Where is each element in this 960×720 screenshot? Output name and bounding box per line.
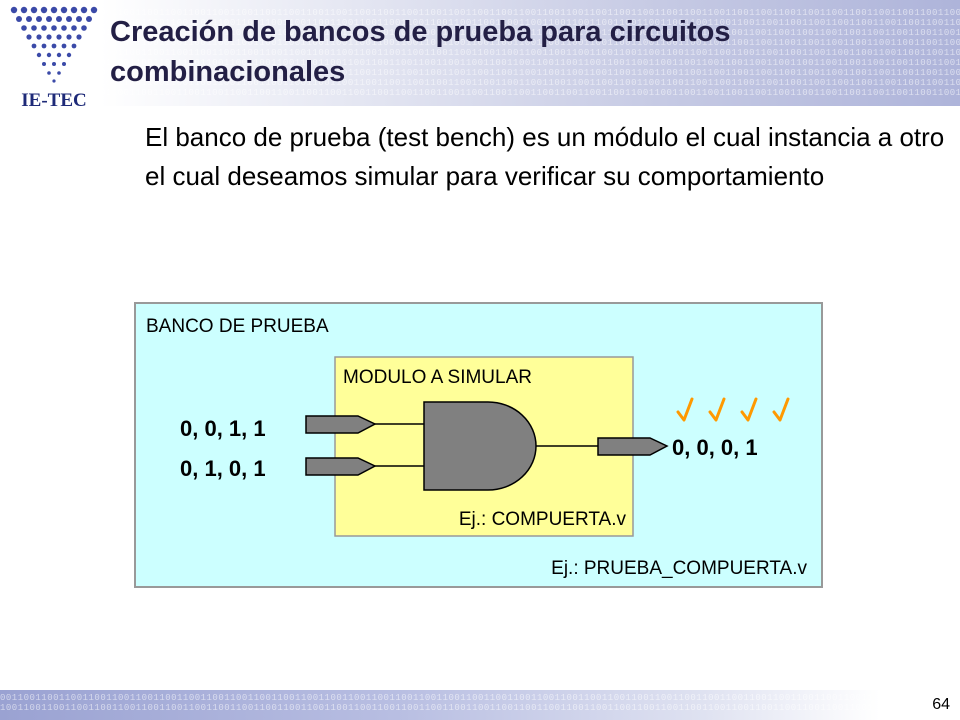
header-decoration-binary: 0110011001100110011001100110011001100110… xyxy=(100,28,960,38)
output-connector xyxy=(597,437,669,456)
check-icon xyxy=(676,397,694,422)
page-number: 64 xyxy=(932,696,950,713)
intro-paragraph: El banco de prueba (test bench) es un mó… xyxy=(145,122,945,191)
test-bench-label: BANCO DE PRUEBA xyxy=(146,316,329,337)
header-decoration-binary: 1001100110011001100110011001100110011001… xyxy=(100,18,960,28)
footer-band: 0011001100110011001100110011001100110011… xyxy=(0,690,880,720)
header-decoration-binary: 0110011001100110011001100110011001100110… xyxy=(100,58,960,68)
check-icon xyxy=(740,397,758,422)
module-under-test-filename: Ej.: COMPUERTA.v xyxy=(459,509,627,530)
module-under-test-label: MODULO A SIMULAR xyxy=(343,367,532,388)
footer-decoration-binary: 0011001100110011001100110011001100110011… xyxy=(0,693,874,703)
input-connector-b xyxy=(305,457,377,476)
header-decoration-binary: 0011001100110011001100110011001100110011… xyxy=(100,8,960,18)
header-decoration-binary: 0011001100110011001100110011001100110011… xyxy=(100,68,960,78)
input-connector-a xyxy=(305,415,377,434)
checkmark-group xyxy=(676,397,790,422)
header-decoration-binary: 1001100110011001100110011001100110011001… xyxy=(100,48,960,58)
page-title: Creación de bancos de prueba para circui… xyxy=(110,16,731,88)
header-decoration-binary: 0011001100110011001100110011001100110011… xyxy=(100,38,960,48)
footer-decoration-binary: 1001100110011001100110011001100110011001… xyxy=(0,703,874,713)
and-gate-icon xyxy=(423,401,537,491)
check-icon xyxy=(708,397,726,422)
header-decoration-binary: 1001100110011001100110011001100110011001… xyxy=(100,78,960,88)
header-band: 0011001100110011001100110011001100110011… xyxy=(100,0,960,106)
output-values: 0, 0, 0, 1 xyxy=(672,435,758,460)
header-decoration-binary: 0110011001100110011001100110011001100110… xyxy=(100,88,960,98)
ie-tec-logo-icon: IE-TEC xyxy=(10,6,98,111)
input-b-values: 0, 1, 0, 1 xyxy=(180,456,266,481)
logo-text: IE-TEC xyxy=(21,90,86,111)
check-icon xyxy=(772,397,790,422)
input-a-values: 0, 0, 1, 1 xyxy=(180,416,266,441)
test-bench-filename: Ej.: PRUEBA_COMPUERTA.v xyxy=(551,558,807,579)
